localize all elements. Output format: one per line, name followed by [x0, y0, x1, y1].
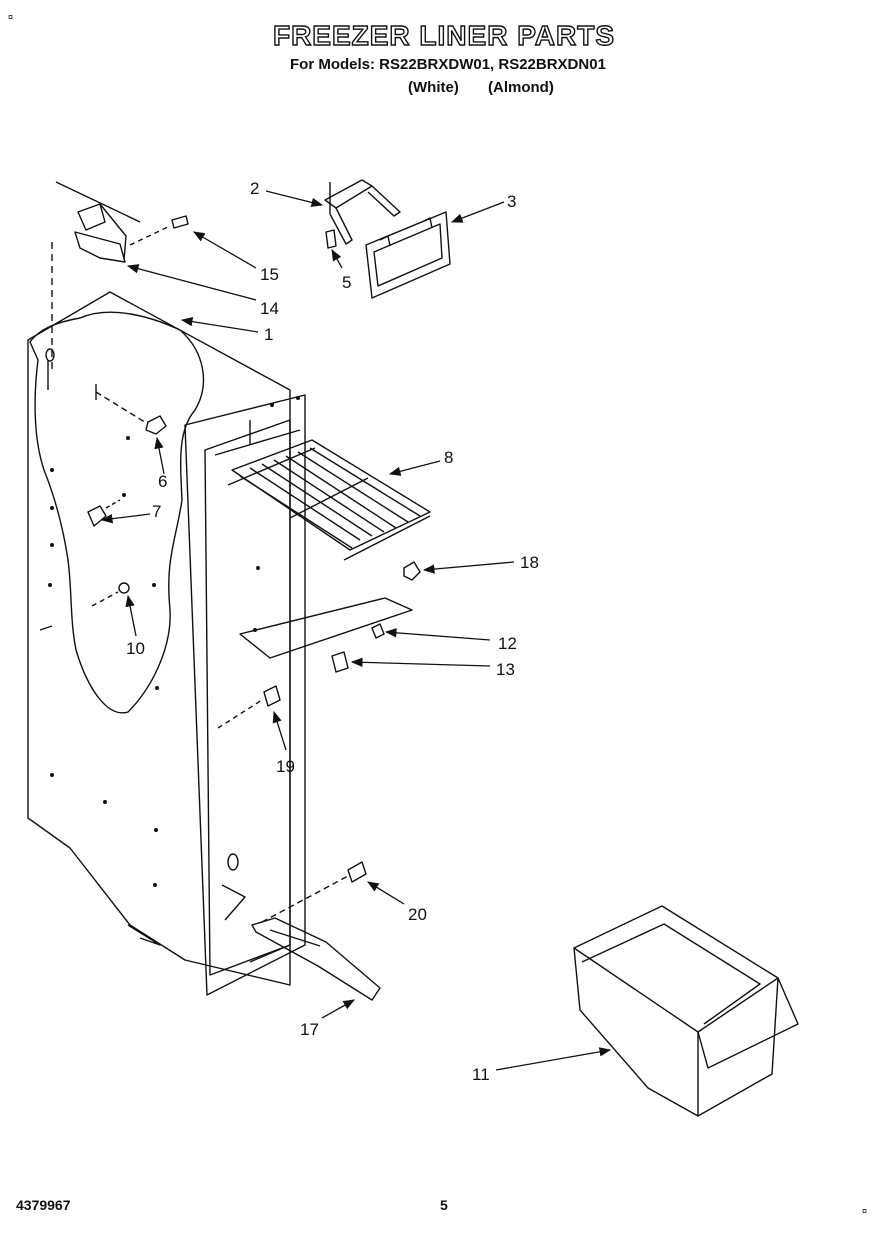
corner-mark-bottom-right: ¤ — [862, 1206, 868, 1216]
callout-5: 5 — [342, 273, 351, 292]
part-17-slide-rail — [251, 917, 381, 1001]
light-panel — [239, 597, 413, 659]
callout-20: 20 — [408, 905, 427, 924]
part-5-screw — [325, 229, 337, 249]
part-3-cover — [365, 211, 451, 299]
part-12-clip — [371, 623, 385, 639]
callout-18: 18 — [520, 553, 539, 572]
part-19-switch — [217, 685, 281, 729]
liner-front-flange — [184, 394, 306, 996]
callout-2: 2 — [250, 179, 259, 198]
part-7-clip — [87, 499, 121, 527]
callout-labels: 1 2 3 5 6 7 8 10 11 12 13 14 15 17 18 19… — [126, 179, 539, 1084]
part-2-bracket — [324, 179, 401, 245]
part-6-clip — [95, 384, 167, 435]
callout-1: 1 — [264, 325, 273, 344]
part-13-clip — [331, 651, 349, 673]
callout-19: 19 — [276, 757, 295, 776]
callout-14: 14 — [260, 299, 279, 318]
color-almond-label: (Almond) — [488, 79, 554, 96]
callout-3: 3 — [507, 192, 516, 211]
part-18-clip — [403, 561, 421, 581]
callout-8: 8 — [444, 448, 453, 467]
callout-11: 11 — [472, 1065, 490, 1084]
leader-arrows — [100, 190, 612, 1071]
color-white-label: (White) — [408, 79, 459, 96]
part-8-wire-shelf — [227, 439, 431, 561]
part-10-clip — [91, 582, 130, 607]
part-14-bracket — [74, 203, 127, 263]
freezer-liner-body — [27, 181, 300, 986]
callout-17: 17 — [300, 1020, 319, 1039]
callout-12: 12 — [498, 634, 517, 653]
callout-13: 13 — [496, 660, 515, 679]
callout-10: 10 — [126, 639, 145, 658]
part-number: 4379967 — [16, 1197, 71, 1213]
callout-7: 7 — [152, 502, 161, 521]
page-number: 5 — [440, 1197, 448, 1213]
part-11-bin — [573, 905, 799, 1117]
corner-mark-top-left: ¤ — [8, 12, 14, 22]
part-15-screw — [129, 215, 189, 246]
page-title: FREEZER LINER PARTS — [272, 19, 616, 51]
part-20-screw — [261, 861, 367, 923]
callout-6: 6 — [158, 472, 167, 491]
callout-15: 15 — [260, 265, 279, 284]
models-subtitle: For Models: RS22BRXDW01, RS22BRXDN01 — [290, 56, 606, 73]
